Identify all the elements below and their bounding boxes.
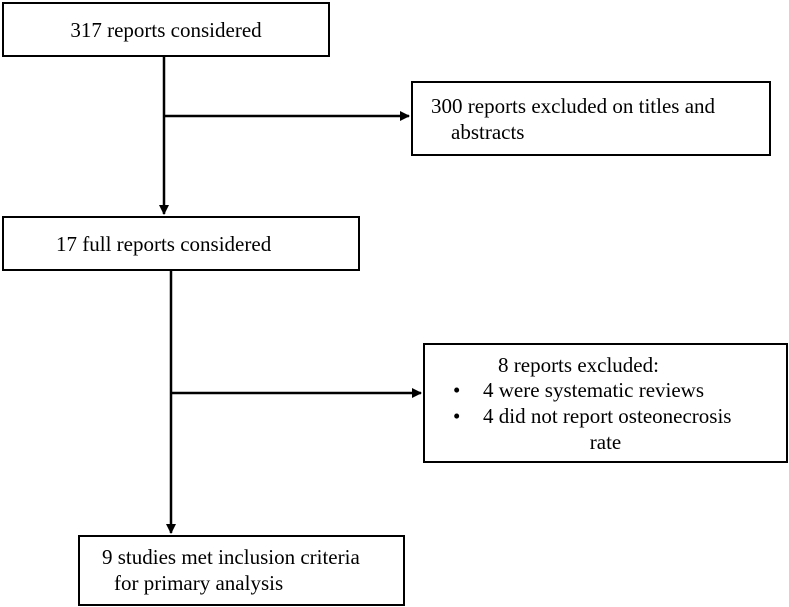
excluded-titles-line2: abstracts [451,120,525,144]
inclusion-line1: 9 studies met inclusion criteria [102,545,360,569]
full-reports-considered-label: 17 full reports considered [56,232,272,256]
reports-considered-label: 317 reports considered [70,18,262,42]
reports-excluded-box: 8 reports excluded: • 4 were systematic … [423,343,788,463]
reports-excluded-header: 8 reports excluded: [498,353,659,377]
exclusion-reason-text: 4 did not report osteonecrosis [483,404,732,428]
bullet-icon: • [453,404,461,428]
excluded-titles-abstracts-box: 300 reports excluded on titles and abstr… [411,81,771,156]
full-reports-considered-box: 17 full reports considered [2,216,360,271]
exclusion-reason-text: 4 were systematic reviews [483,378,705,402]
exclusion-reason-continuation: rate [589,430,622,454]
inclusion-criteria-box: 9 studies met inclusion criteria for pri… [78,535,405,606]
inclusion-line2: for primary analysis [114,571,284,595]
excluded-titles-line1: 300 reports excluded on titles and [431,94,716,118]
reports-considered-box: 317 reports considered [2,2,330,57]
bullet-icon: • [453,378,461,402]
